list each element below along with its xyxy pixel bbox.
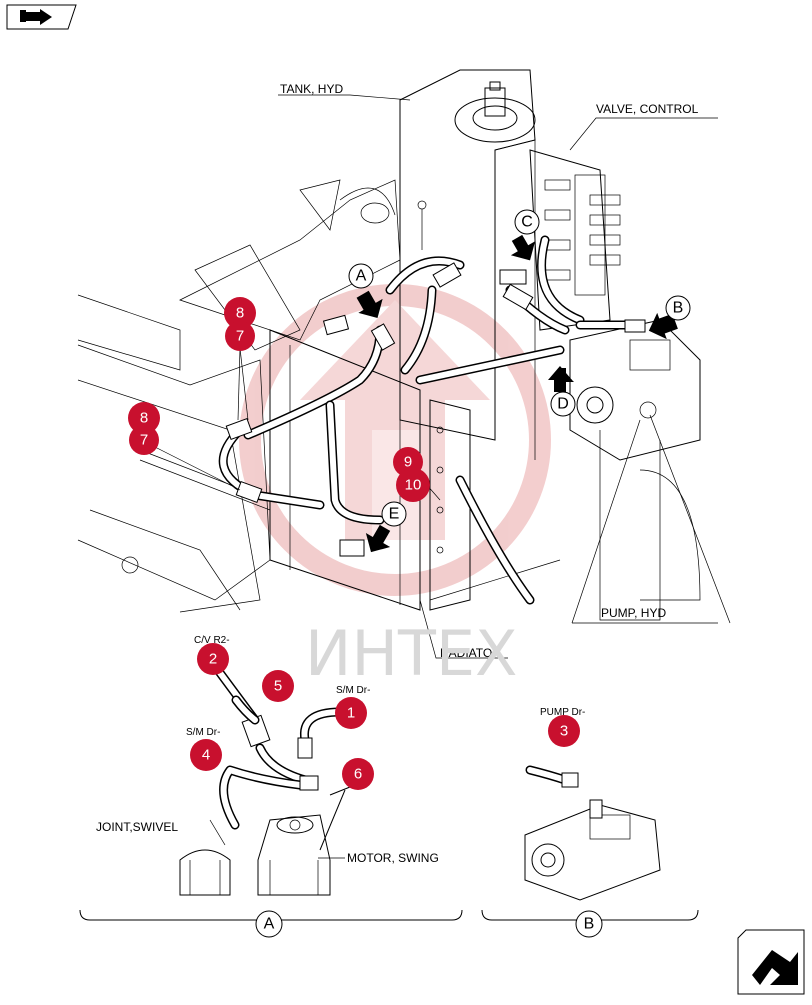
view-letter-b[interactable]: B xyxy=(665,295,691,321)
view-letter-a[interactable]: A xyxy=(348,263,374,289)
callout-4[interactable]: 4 xyxy=(190,739,222,771)
svg-text:A: A xyxy=(356,268,367,285)
svg-text:A: A xyxy=(264,916,275,933)
label-sm-dr-2: S/M Dr- xyxy=(186,727,220,738)
detail-b-pump xyxy=(524,765,661,901)
svg-text:10: 10 xyxy=(405,477,422,494)
callout-3[interactable]: 3 xyxy=(548,715,580,747)
svg-text:8: 8 xyxy=(140,410,148,427)
svg-text:3: 3 xyxy=(560,723,568,740)
svg-text:C: C xyxy=(521,214,533,231)
view-letter-d[interactable]: D xyxy=(550,391,576,417)
svg-text:4: 4 xyxy=(202,747,210,764)
section-letter-b[interactable]: B xyxy=(575,910,603,938)
view-letter-e[interactable]: E xyxy=(381,501,407,527)
label-motor-swing: MOTOR, SWING xyxy=(347,851,439,865)
watermark-logo xyxy=(239,284,551,596)
hose-lines-upper xyxy=(218,235,646,605)
svg-text:B: B xyxy=(673,300,684,317)
callout-7-upper[interactable]: 7 xyxy=(225,321,255,351)
callout-1[interactable]: 1 xyxy=(335,697,367,729)
label-valve-control: VALVE, CONTROL xyxy=(596,102,699,116)
callout-6[interactable]: 6 xyxy=(342,758,374,790)
hydraulic-tank xyxy=(399,69,536,460)
label-pump-dr: PUMP Dr- xyxy=(540,707,585,718)
view-arrows xyxy=(356,234,678,553)
control-valve xyxy=(529,149,621,331)
label-sm-dr-1: S/M Dr- xyxy=(336,685,370,696)
svg-text:2: 2 xyxy=(209,651,217,668)
label-joint-swivel: JOINT,SWIVEL xyxy=(96,820,178,834)
label-radiator: RADIATOR xyxy=(440,646,501,660)
callout-8-lower[interactable]: 8 xyxy=(128,402,160,434)
callout-10[interactable]: 10 xyxy=(396,468,430,502)
callout-8-upper[interactable]: 8 xyxy=(224,297,256,329)
svg-text:7: 7 xyxy=(140,432,148,449)
view-letter-c[interactable]: C xyxy=(514,209,540,235)
next-page-icon[interactable] xyxy=(6,4,77,30)
label-pump-hyd: PUMP, HYD xyxy=(601,606,666,620)
watermark-text: ИНТЕХ xyxy=(305,617,518,690)
section-letter-a[interactable]: A xyxy=(255,910,283,938)
return-arrow-icon[interactable] xyxy=(737,929,805,995)
callout-5[interactable]: 5 xyxy=(262,670,294,702)
svg-text:9: 9 xyxy=(404,454,412,471)
label-tank-hyd: TANK, HYD xyxy=(280,82,343,96)
svg-text:8: 8 xyxy=(236,305,244,322)
leader-lines xyxy=(154,94,731,659)
svg-text:E: E xyxy=(389,506,400,523)
svg-text:D: D xyxy=(557,396,569,413)
svg-text:5: 5 xyxy=(274,678,282,695)
callout-2[interactable]: 2 xyxy=(197,643,229,675)
section-braces xyxy=(79,909,699,927)
svg-text:B: B xyxy=(584,916,595,933)
svg-text:6: 6 xyxy=(354,766,362,783)
svg-text:1: 1 xyxy=(347,705,355,722)
svg-text:7: 7 xyxy=(236,328,244,345)
callout-7-lower[interactable]: 7 xyxy=(129,425,159,455)
hydraulic-pump xyxy=(569,319,701,621)
label-cv-r2: C/V R2- xyxy=(194,635,230,646)
